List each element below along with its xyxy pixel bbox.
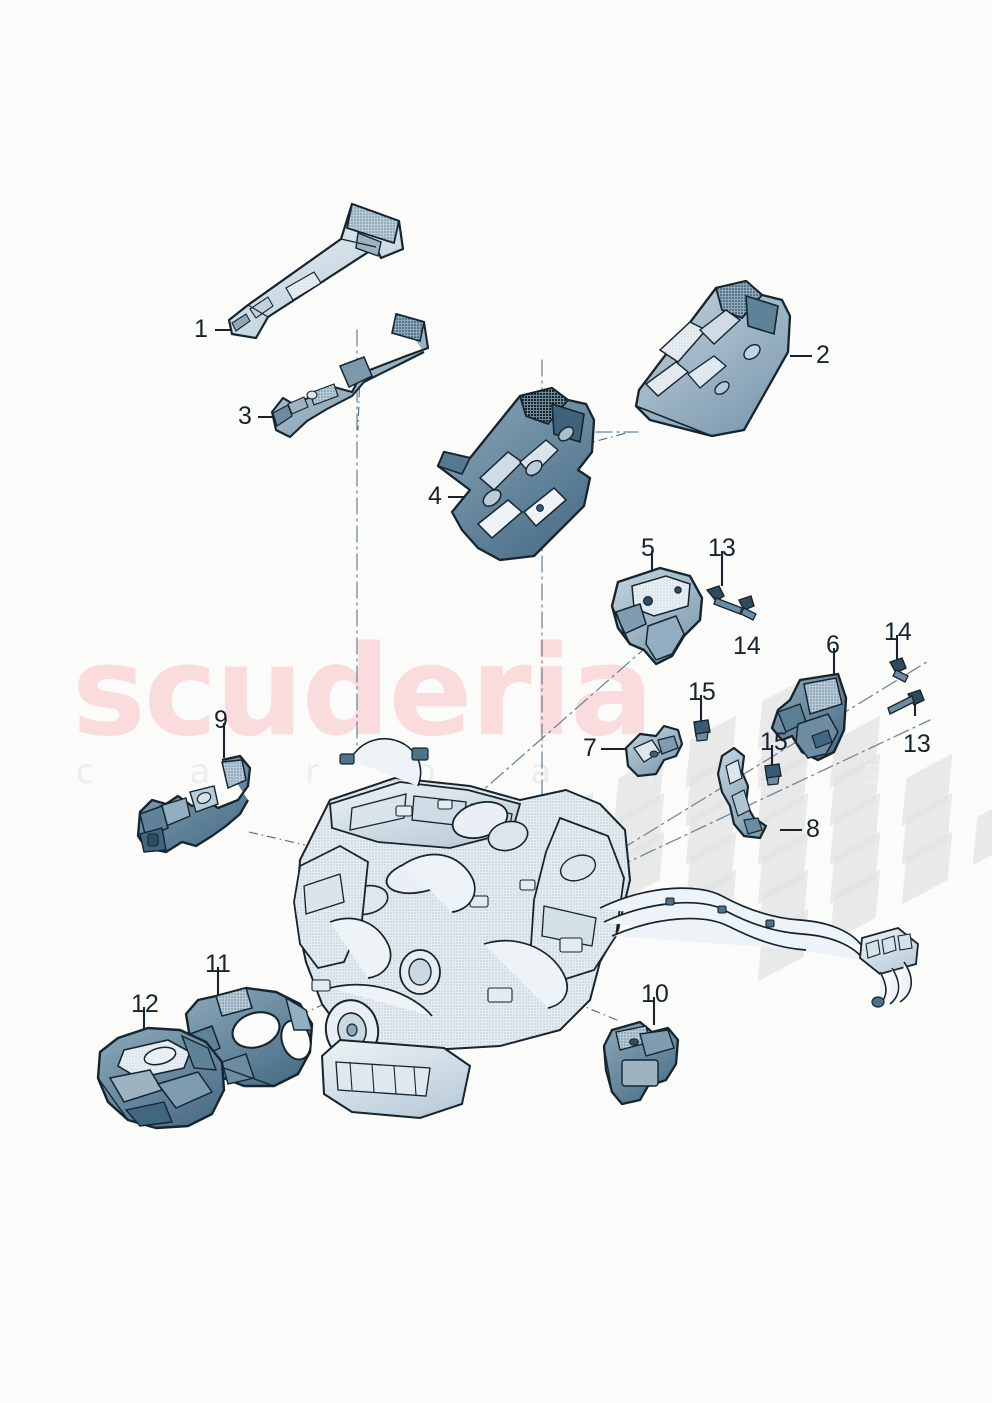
callout-14b[interactable]: 14 bbox=[884, 618, 912, 646]
engine-assembly bbox=[293, 738, 631, 1120]
fastener-13a-hex-bolt bbox=[705, 585, 743, 615]
callout-1[interactable]: 1 bbox=[194, 315, 208, 343]
part-5-mount-bracket-left bbox=[610, 566, 704, 666]
axis-diag-mount-left bbox=[448, 599, 701, 821]
callout-13a[interactable]: 13 bbox=[708, 534, 736, 562]
fastener-14a-hex-bolt bbox=[738, 595, 757, 621]
callout-12[interactable]: 12 bbox=[131, 990, 159, 1018]
callout-15a[interactable]: 15 bbox=[688, 678, 716, 706]
callout-7[interactable]: 7 bbox=[583, 734, 597, 762]
part-8-support-strut bbox=[716, 746, 768, 840]
engine-wiring-harness bbox=[599, 887, 919, 1008]
callout-13b[interactable]: 13 bbox=[903, 730, 931, 758]
callout-4[interactable]: 4 bbox=[428, 482, 442, 510]
callout-2[interactable]: 2 bbox=[816, 341, 830, 369]
callout-15b[interactable]: 15 bbox=[760, 728, 788, 756]
callout-14a[interactable]: 14 bbox=[733, 632, 761, 660]
fastener-13b-hex-bolt bbox=[887, 689, 925, 715]
part-6-mount-bracket-right bbox=[770, 672, 848, 762]
axis-diag-mount-right bbox=[619, 659, 931, 851]
callout-5[interactable]: 5 bbox=[641, 534, 655, 562]
callout-9[interactable]: 9 bbox=[214, 706, 228, 734]
part-9-engine-mount-left bbox=[136, 754, 252, 854]
part-2-camshaft-frame-right bbox=[634, 279, 792, 438]
part-4-camshaft-frame-left bbox=[436, 386, 596, 562]
part-7-support-bracket-small bbox=[624, 724, 684, 778]
fastener-14b-hex-bolt bbox=[888, 657, 909, 683]
axis-diag-lower bbox=[589, 719, 931, 881]
part-1-ignition-coil bbox=[227, 202, 405, 340]
part-10-cover-bracket-right bbox=[602, 1020, 680, 1106]
callout-8[interactable]: 8 bbox=[806, 815, 820, 843]
callout-10[interactable]: 10 bbox=[641, 980, 669, 1008]
part-12-mounting-console-rear bbox=[96, 1026, 226, 1130]
part-3-spark-plug-connector-rail bbox=[270, 312, 430, 439]
callout-3[interactable]: 3 bbox=[238, 402, 252, 430]
callout-11[interactable]: 11 bbox=[205, 950, 231, 978]
fastener-15b-stud-bolt bbox=[764, 763, 782, 786]
callout-6[interactable]: 6 bbox=[826, 631, 840, 659]
fastener-15a-stud-bolt bbox=[693, 719, 711, 742]
harness-connector bbox=[859, 927, 919, 975]
